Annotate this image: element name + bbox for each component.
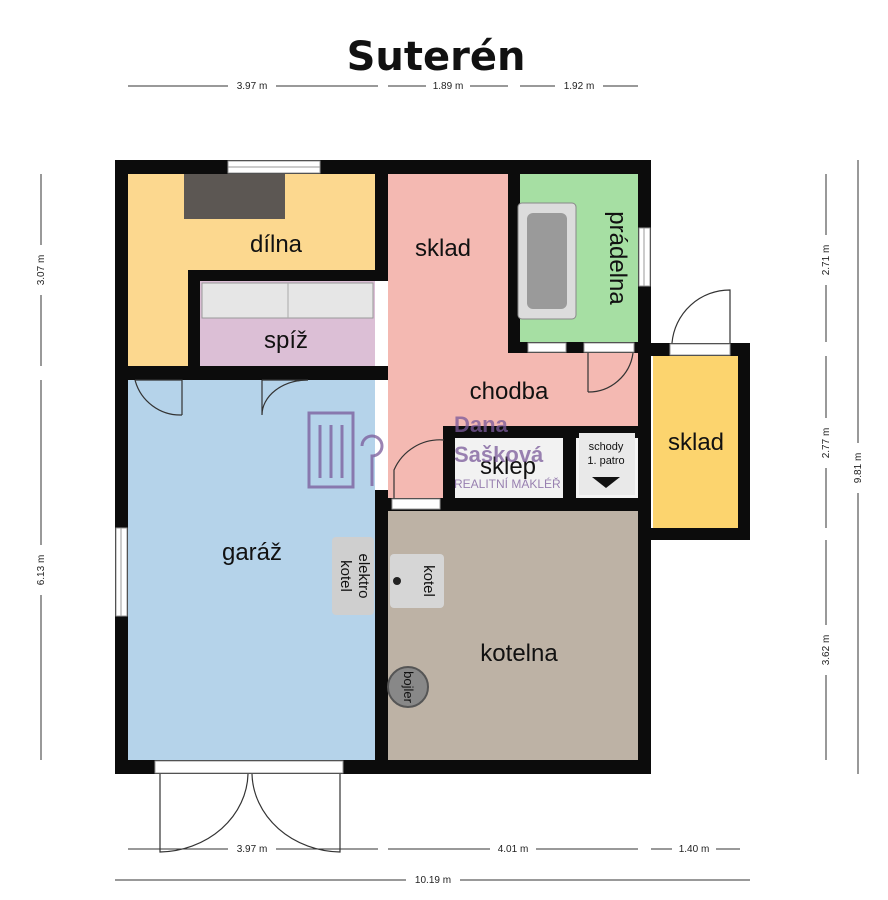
label-sklep: sklep bbox=[480, 453, 536, 480]
stairs-arrow-icon bbox=[592, 477, 620, 488]
dim-right-total: 9.81 m bbox=[853, 453, 864, 484]
label-bojler: bojler bbox=[401, 671, 416, 703]
fixture-labels: elektro kotel kotel bojler bbox=[337, 553, 437, 703]
room-labels: dílna spíž sklad prádelna chodba sklep s… bbox=[222, 211, 724, 667]
label-elektro-kotel: kotel bbox=[337, 560, 354, 592]
label-chodba: chodba bbox=[470, 378, 549, 405]
label-pradelna: prádelna bbox=[604, 211, 631, 305]
windows bbox=[115, 160, 731, 774]
watermark-tagline: REALITNÍ MAKLÉŘ bbox=[454, 476, 561, 491]
dim-right-2: 2.77 m bbox=[821, 428, 832, 459]
dimension-right: 2.71 m 2.77 m 3.62 m 9.81 m bbox=[821, 160, 864, 774]
label-kotelna: kotelna bbox=[480, 640, 558, 667]
room-sklad-outer-fill bbox=[653, 356, 738, 528]
dim-left-1: 3.07 m bbox=[36, 255, 47, 286]
dim-bottom-total: 10.19 m bbox=[415, 875, 451, 886]
watermark: Dana Sašková REALITNÍ MAKLÉŘ bbox=[307, 411, 561, 491]
boiler-kotel-fixture bbox=[390, 554, 444, 608]
dim-top-2: 1.89 m bbox=[433, 81, 464, 92]
building-logo-icon bbox=[307, 411, 384, 489]
label-spiz: spíž bbox=[264, 327, 308, 354]
room-sklep-fill bbox=[455, 438, 563, 500]
doors bbox=[134, 289, 731, 853]
water-heater-fixture bbox=[387, 666, 429, 708]
dimension-top: 3.97 m 1.89 m 1.92 m bbox=[128, 81, 638, 92]
walls bbox=[115, 160, 750, 774]
label-schody-patro: 1. patro bbox=[587, 455, 624, 467]
workbench-fixture bbox=[184, 174, 285, 219]
dimension-bottom: 3.97 m 4.01 m 1.40 m 10.19 m bbox=[115, 844, 750, 886]
label-schody: schody bbox=[589, 441, 624, 453]
watermark-name-last: Sašková bbox=[454, 442, 544, 467]
room-chodba-fill bbox=[388, 174, 638, 500]
room-kotelna-fill bbox=[388, 511, 638, 760]
dim-right-1: 2.71 m bbox=[821, 245, 832, 276]
label-garaz: garáž bbox=[222, 539, 282, 566]
fixtures bbox=[184, 174, 635, 708]
electric-boiler-fixture bbox=[332, 537, 374, 615]
dim-top-3: 1.92 m bbox=[564, 81, 595, 92]
dim-bottom-1: 3.97 m bbox=[237, 844, 268, 855]
dim-top-1: 3.97 m bbox=[237, 81, 268, 92]
label-sklad-outer: sklad bbox=[668, 429, 724, 456]
label-sklad-inner: sklad bbox=[415, 235, 471, 262]
dim-left-2: 6.13 m bbox=[36, 555, 47, 586]
dim-bottom-2: 4.01 m bbox=[498, 844, 529, 855]
watermark-name-first: Dana bbox=[454, 412, 509, 437]
dim-bottom-3: 1.40 m bbox=[679, 844, 710, 855]
label-dilna: dílna bbox=[250, 231, 303, 258]
dim-right-3: 3.62 m bbox=[821, 635, 832, 666]
label-kotel: kotel bbox=[420, 565, 437, 597]
page-title: Suterén bbox=[347, 34, 526, 80]
dimension-left: 3.07 m 6.13 m bbox=[36, 174, 47, 760]
label-elektro: elektro bbox=[355, 553, 372, 598]
